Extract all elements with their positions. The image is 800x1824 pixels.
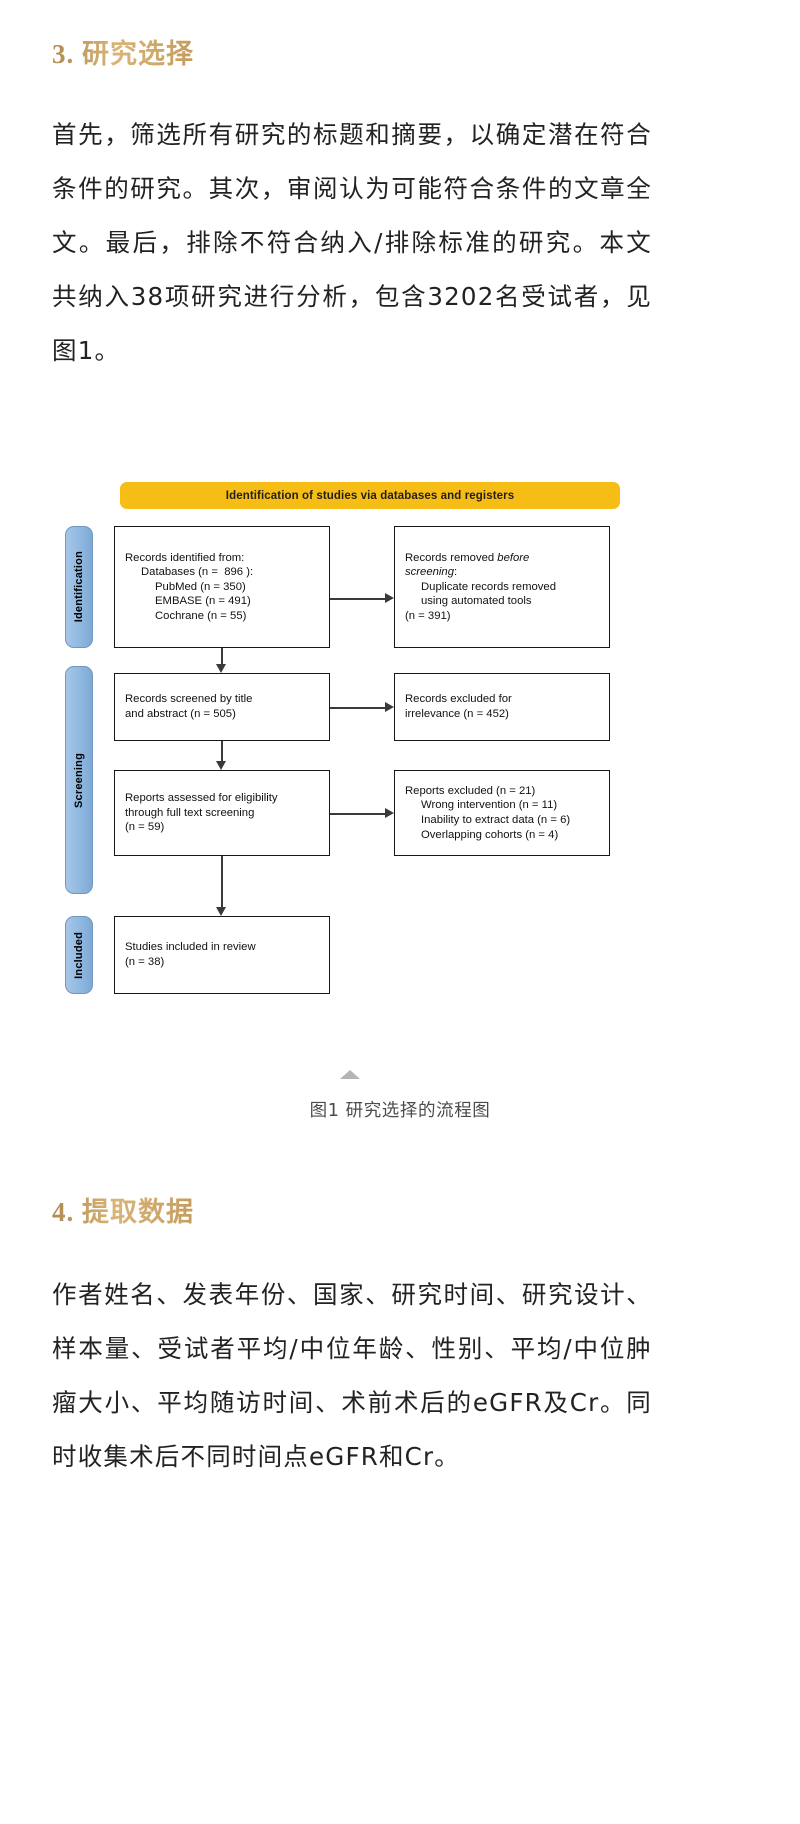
node-line: EMBASE (n = 491) (155, 595, 251, 608)
arrowhead-down (216, 761, 226, 770)
node-line: irrelevance (n = 452) (405, 708, 509, 720)
node-line: (n = 38) (125, 956, 165, 968)
stage-label-screening-text: Screening (73, 752, 85, 808)
node-line: Wrong intervention (n = 11) (421, 799, 558, 812)
prisma-flow-diagram[interactable]: Identification of studies via databases … (56, 470, 656, 1030)
connector-eligible-to-included (221, 856, 223, 907)
arrowhead-right (385, 592, 394, 603)
node-line-text: Records removed (405, 551, 498, 564)
arrowhead-right (385, 701, 394, 712)
connector-identified-to-removed (330, 598, 385, 600)
connector-screened-to-excluded (330, 707, 385, 709)
node-line: (n = 59) (125, 821, 165, 834)
node-line: Overlapping cohorts (n = 4) (421, 828, 559, 841)
stage-label-included: Included (65, 916, 93, 994)
node-line: Studies included in review (125, 941, 256, 954)
stage-label-screening: Screening (65, 666, 93, 894)
connector-identified-to-screened (221, 648, 223, 664)
diagram-banner: Identification of studies via databases … (120, 482, 620, 509)
node-line: using automated tools (421, 595, 532, 608)
connector-eligible-to-excluded (330, 813, 385, 815)
collapse-caret-icon[interactable] (340, 1070, 360, 1079)
arrowhead-down (216, 664, 226, 673)
arrowhead-right (385, 807, 394, 818)
section-3-heading: 3. 研究选择 (52, 32, 194, 71)
section-3-paragraph: 首先，筛选所有研究的标题和摘要，以确定潜在符合条件的研究。其次，审阅认为可能符合… (52, 120, 652, 365)
node-records-excluded-irrelevance: Records excluded for irrelevance (n = 45… (394, 673, 610, 741)
node-line: Records identified from: (125, 551, 245, 564)
section-4-heading: 4. 提取数据 (52, 1190, 194, 1229)
section-4-paragraph: 作者姓名、发表年份、国家、研究时间、研究设计、样本量、受试者平均/中位年龄、性别… (52, 1280, 652, 1471)
node-line: Records excluded for (405, 693, 512, 706)
node-line-emphasis: screening (405, 566, 454, 579)
arrowhead-down (216, 907, 226, 916)
node-line: Records removed before (405, 551, 599, 566)
node-line: PubMed (n = 350) (155, 580, 246, 593)
connector-screened-to-eligible (221, 741, 223, 761)
node-line: Reports excluded (n = 21) (405, 784, 536, 797)
node-line: Duplicate records removed (421, 580, 556, 593)
node-records-removed: Records removed before screening: Duplic… (394, 526, 610, 648)
stage-label-identification: Identification (65, 526, 93, 648)
node-line: through full text screening (125, 806, 255, 819)
node-records-identified: Records identified from: Databases (n = … (114, 526, 330, 648)
stage-label-included-text: Included (73, 931, 85, 979)
node-line: Inability to extract data (n = 6) (421, 814, 571, 826)
node-line-emphasis: before (497, 551, 530, 564)
node-line: Reports assessed for eligibility (125, 792, 278, 805)
node-reports-assessed-eligibility: Reports assessed for eligibility through… (114, 770, 330, 856)
node-line: and abstract (n = 505) (125, 708, 236, 720)
stage-label-identification-text: Identification (73, 551, 85, 623)
figure-caption: 图1 研究选择的流程图 (309, 1101, 491, 1121)
node-line: (n = 391) (405, 609, 451, 622)
node-reports-excluded: Reports excluded (n = 21) Wrong interven… (394, 770, 610, 856)
node-line: Records screened by title (125, 693, 253, 706)
node-studies-included: Studies included in review (n = 38) (114, 916, 330, 994)
node-line: Databases (n = 896 ): (141, 566, 254, 579)
node-line: Cochrane (n = 55) (155, 609, 247, 622)
node-records-screened: Records screened by title and abstract (… (114, 673, 330, 741)
node-line: screening: (405, 565, 599, 580)
node-line-text: : (453, 566, 458, 579)
